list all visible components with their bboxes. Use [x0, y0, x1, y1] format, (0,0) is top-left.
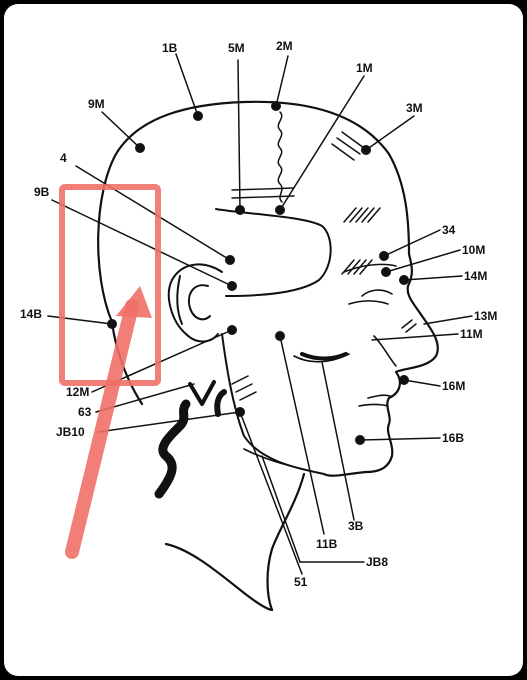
guide-lines	[231, 187, 295, 199]
suture-line	[277, 111, 283, 203]
label-63: 63	[78, 405, 92, 419]
point-16M	[399, 375, 409, 385]
point-9B	[227, 281, 237, 291]
leader-lines	[47, 53, 473, 575]
arrow-shaft	[65, 299, 139, 559]
point-labels: 1B 5M 2M 1M 3M 9M 4 9B 34 10M 14M 14B 13…	[20, 39, 497, 589]
face-details	[243, 263, 397, 475]
label-9B: 9B	[34, 185, 50, 199]
point-16B	[355, 435, 365, 445]
label-34: 34	[442, 223, 456, 237]
label-11B: 11B	[316, 537, 338, 551]
label-10M: 10M	[462, 243, 485, 257]
head-acupoint-diagram: 1B 5M 2M 1M 3M 9M 4 9B 34 10M 14M 14B 13…	[20, 39, 497, 612]
point-2M	[271, 101, 281, 111]
label-14M: 14M	[464, 269, 487, 283]
point-4	[225, 255, 235, 265]
label-3M: 3M	[406, 101, 423, 115]
acupoints	[107, 101, 409, 445]
point-5M	[235, 205, 245, 215]
point-10M	[381, 267, 391, 277]
label-9M: 9M	[88, 97, 105, 111]
label-2M: 2M	[276, 39, 293, 53]
handwritten-mark	[188, 380, 216, 406]
arrow-head	[116, 286, 152, 318]
diagram-frame: 1B 5M 2M 1M 3M 9M 4 9B 34 10M 14M 14B 13…	[4, 4, 523, 676]
label-12M: 12M	[66, 385, 89, 399]
label-11M: 11M	[460, 327, 483, 341]
neck-shadow-marks	[154, 352, 348, 499]
point-1M	[275, 205, 285, 215]
annotation-overlay	[59, 184, 161, 559]
point-3M	[361, 145, 371, 155]
point-12M	[227, 325, 237, 335]
label-16M: 16M	[442, 379, 465, 393]
label-5M: 5M	[228, 41, 245, 55]
label-14B: 14B	[20, 307, 42, 321]
point-14B	[107, 319, 117, 329]
label-3B: 3B	[348, 519, 364, 533]
label-1B: 1B	[162, 41, 178, 55]
label-JB10: JB10	[56, 425, 85, 439]
point-34	[379, 251, 389, 261]
label-16B: 16B	[442, 431, 464, 445]
point-9M	[135, 143, 145, 153]
label-JB8: JB8	[366, 555, 388, 569]
head-outline	[97, 100, 439, 612]
label-4: 4	[60, 151, 67, 165]
label-1M: 1M	[356, 61, 373, 75]
point-14M	[399, 275, 409, 285]
highlight-box	[59, 184, 161, 386]
ear	[167, 263, 223, 343]
point-11B	[275, 331, 285, 341]
hatching	[231, 131, 417, 401]
label-13M: 13M	[474, 309, 497, 323]
point-1B	[193, 111, 203, 121]
hairline	[215, 208, 332, 297]
point-JB10	[235, 407, 245, 417]
label-51: 51	[294, 575, 308, 589]
